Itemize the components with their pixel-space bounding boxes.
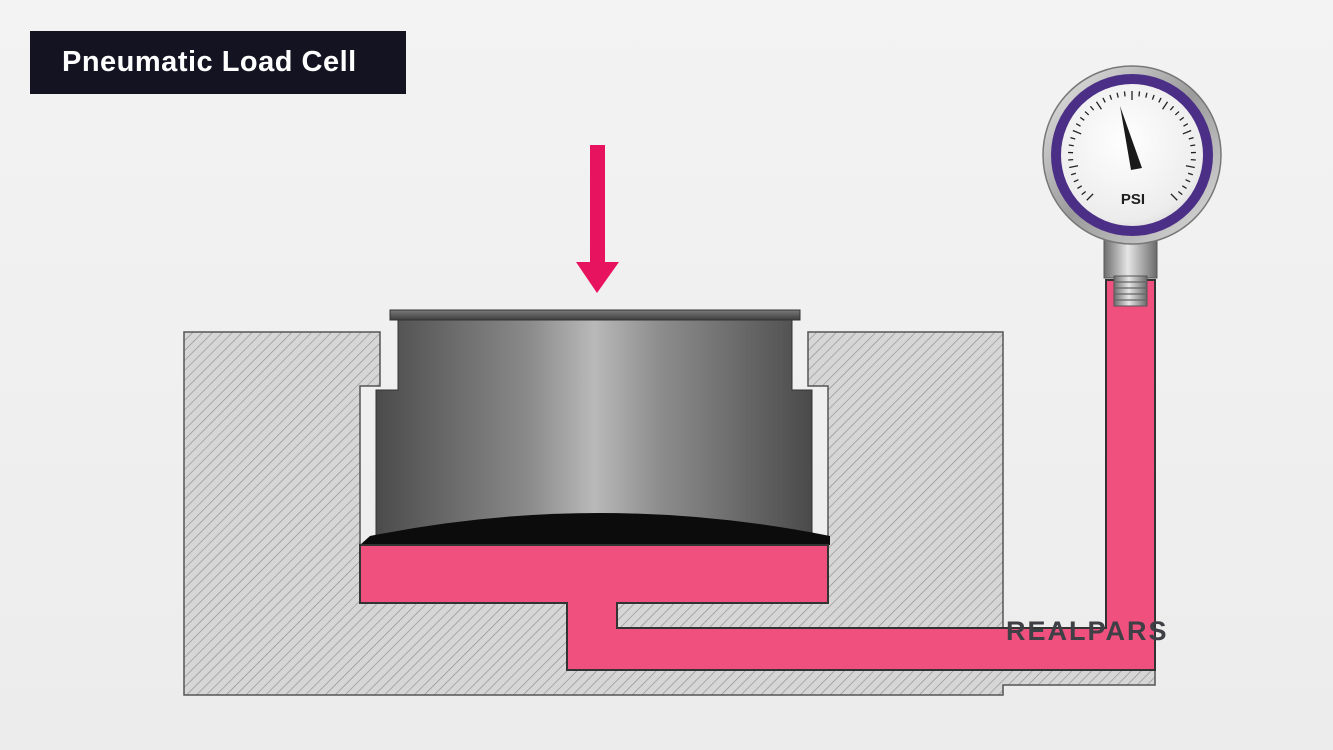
gauge-needle bbox=[1120, 106, 1142, 170]
gauge-tick bbox=[1095, 101, 1102, 110]
gauge-tick bbox=[1169, 105, 1175, 111]
gauge-tick bbox=[1158, 97, 1162, 103]
gauge-tick bbox=[1188, 137, 1194, 140]
gauge-tick bbox=[1185, 165, 1195, 169]
gauge-tick bbox=[1073, 179, 1079, 183]
force-arrow-icon bbox=[576, 145, 619, 293]
brand-watermark: REALPARS bbox=[1006, 616, 1169, 646]
gauge-tick bbox=[1185, 179, 1191, 183]
gauge-tick bbox=[1075, 123, 1081, 127]
gauge-tick bbox=[1069, 165, 1079, 169]
diaphragm bbox=[360, 513, 830, 545]
gauge-tick bbox=[1174, 111, 1180, 116]
gauge-tick bbox=[1089, 105, 1095, 111]
gauge-tick bbox=[1162, 101, 1169, 110]
gauge-tick bbox=[1177, 191, 1183, 196]
gauge-tick bbox=[1068, 144, 1074, 147]
gauge-tick bbox=[1109, 94, 1113, 100]
gauge-tick bbox=[1077, 185, 1083, 189]
gauge-tick bbox=[1123, 91, 1126, 97]
gauge-tick bbox=[1183, 123, 1189, 127]
gauge-tick bbox=[1190, 144, 1196, 147]
pressure-gauge-icon: PSI bbox=[1042, 65, 1222, 307]
gauge-tick bbox=[1187, 172, 1194, 176]
gauge-unit-label: PSI bbox=[1121, 191, 1145, 208]
gauge-tick bbox=[1070, 137, 1076, 140]
gauge-tick bbox=[1181, 185, 1187, 189]
gauge-tick bbox=[1179, 116, 1185, 121]
gauge-tick bbox=[1145, 92, 1148, 98]
gauge-tick bbox=[1182, 129, 1192, 135]
gauge-tick bbox=[1170, 193, 1178, 201]
gauge-tick bbox=[1079, 116, 1085, 121]
gauge-tick bbox=[1116, 92, 1119, 98]
piston bbox=[375, 309, 813, 537]
gauge-tick bbox=[1072, 129, 1082, 135]
gauge-tick bbox=[1102, 97, 1106, 103]
gauge-tick bbox=[1151, 94, 1155, 100]
gauge-tick bbox=[1086, 193, 1094, 201]
gauge-ticks bbox=[1068, 91, 1196, 201]
gauge-tick bbox=[1070, 172, 1077, 176]
fluid-line bbox=[359, 279, 1156, 671]
page-title: Pneumatic Load Cell bbox=[30, 31, 406, 94]
gauge-tick bbox=[1084, 111, 1090, 116]
gauge-tick bbox=[1081, 191, 1087, 196]
gauge-tick bbox=[1138, 91, 1141, 97]
